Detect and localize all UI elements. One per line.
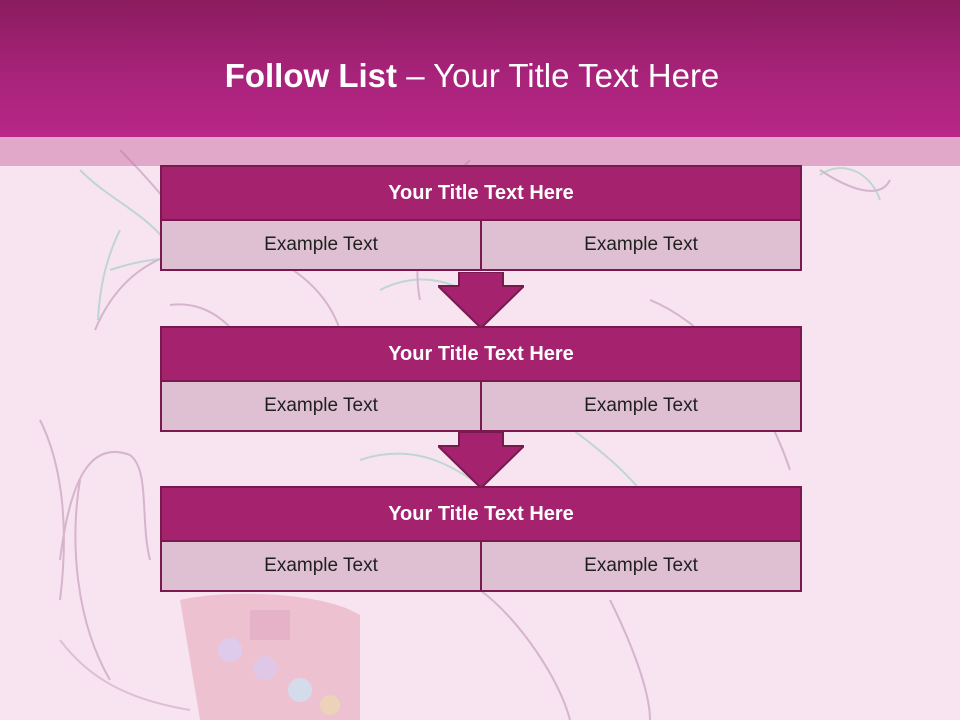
header-bar — [0, 0, 960, 137]
block-row: Example Text Example Text — [160, 542, 802, 592]
block-row: Example Text Example Text — [160, 221, 802, 271]
block-title: Your Title Text Here — [160, 326, 802, 382]
block-title: Your Title Text Here — [160, 165, 802, 221]
down-arrow-icon — [438, 272, 524, 328]
page-title-rest: – Your Title Text Here — [397, 57, 720, 94]
block-cell-left: Example Text — [160, 221, 482, 271]
list-block-1: Your Title Text Here Example Text Exampl… — [160, 165, 802, 271]
block-cell-right: Example Text — [482, 382, 802, 432]
block-cell-right: Example Text — [482, 542, 802, 592]
block-title: Your Title Text Here — [160, 486, 802, 542]
block-row: Example Text Example Text — [160, 382, 802, 432]
list-block-2: Your Title Text Here Example Text Exampl… — [160, 326, 802, 432]
block-cell-left: Example Text — [160, 542, 482, 592]
down-arrow-icon — [438, 432, 524, 488]
list-block-3: Your Title Text Here Example Text Exampl… — [160, 486, 802, 592]
header-accent-band — [0, 137, 960, 166]
block-cell-left: Example Text — [160, 382, 482, 432]
block-cell-right: Example Text — [482, 221, 802, 271]
page-title-strong: Follow List — [224, 57, 398, 94]
page-title: Follow List – Your Title Text Here — [0, 54, 944, 98]
